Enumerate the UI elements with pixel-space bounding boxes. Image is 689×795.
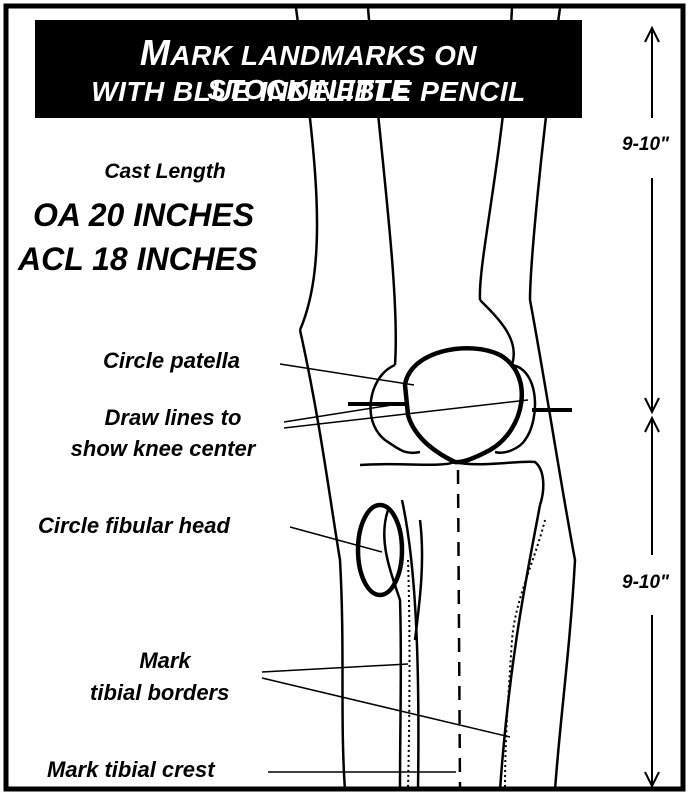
banner-initial: M <box>140 32 171 73</box>
measurement-arrow-lower <box>645 418 659 786</box>
cast-length-oa: OA 20 INCHES <box>33 197 254 234</box>
tibial-border-lateral <box>505 520 545 790</box>
label-tibial-borders-line1: Mark <box>90 648 240 674</box>
leg-contour-left <box>300 330 345 790</box>
label-tibial-borders-line2: tibial borders <box>90 680 229 706</box>
measurement-arrow-upper <box>645 28 659 412</box>
title-banner: MARK LANDMARKS ON STOCKINETTE WITH BLUE … <box>35 20 582 118</box>
label-circle-patella: Circle patella <box>103 348 240 374</box>
leader-tibial-border-medial <box>262 664 408 672</box>
label-knee-center-line2: show knee center <box>40 436 286 462</box>
leader-circle-patella <box>280 364 414 385</box>
leader-tibial-border-lateral <box>262 678 510 737</box>
tibial-crest-line <box>458 470 460 790</box>
cast-length-acl: ACL 18 INCHES <box>18 241 257 278</box>
leader-knee-center-left <box>284 404 398 422</box>
measurement-lower: 9-10" <box>620 570 671 596</box>
label-fibular-head: Circle fibular head <box>38 513 230 539</box>
banner-line-2: WITH BLUE INDELIBLE PENCIL <box>35 76 582 108</box>
tibial-plateau <box>360 462 543 505</box>
label-knee-center-line1: Draw lines to <box>60 405 286 431</box>
measurement-upper: 9-10" <box>620 132 671 158</box>
cast-length-heading: Cast Length <box>40 160 290 184</box>
label-tibial-crest: Mark tibial crest <box>47 757 215 783</box>
fibular-head-circle <box>358 505 402 595</box>
tibial-border-medial <box>408 560 410 790</box>
patella-circle <box>405 348 522 462</box>
